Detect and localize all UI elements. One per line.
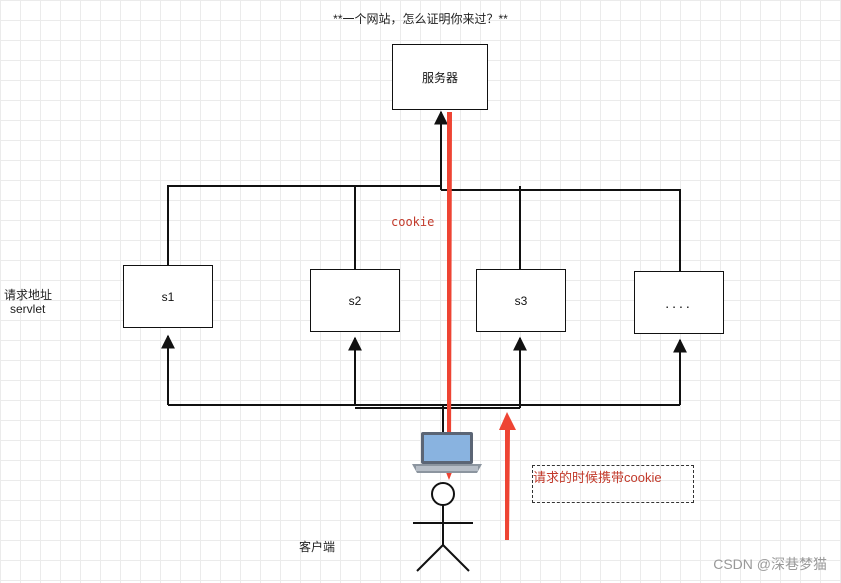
red-arrow-up bbox=[499, 412, 516, 540]
servlet-box-s2: s2 bbox=[310, 269, 400, 332]
side-label-line2: servlet bbox=[10, 302, 46, 316]
red-arrow-down bbox=[442, 112, 456, 480]
person-icon bbox=[413, 482, 473, 572]
cookie-label: cookie bbox=[391, 215, 435, 229]
servlet-label: s3 bbox=[514, 293, 528, 308]
server-box: 服务器 bbox=[392, 44, 488, 110]
connector-s4-top bbox=[441, 189, 681, 272]
servlet-label: s1 bbox=[161, 289, 175, 304]
watermark: CSDN @深巷梦猫 bbox=[713, 556, 827, 572]
client-label: 客户端 bbox=[299, 540, 336, 554]
servlet-label: .... bbox=[665, 294, 693, 311]
servlet-label: s2 bbox=[348, 293, 362, 308]
servlet-box-more: .... bbox=[634, 271, 724, 334]
diagram-title: **一个网站，怎么证明你来过？** bbox=[333, 12, 508, 26]
top-connectors bbox=[167, 110, 681, 272]
connector-s1-top bbox=[167, 185, 441, 266]
request-note: 请求的时候携带cookie bbox=[533, 470, 662, 485]
side-label: 请求地址 servlet bbox=[4, 288, 52, 316]
server-label: 服务器 bbox=[421, 70, 458, 85]
side-label-line1: 请求地址 bbox=[4, 288, 53, 302]
servlet-box-s3: s3 bbox=[476, 269, 566, 332]
request-note-box bbox=[532, 465, 694, 503]
servlet-box-s1: s1 bbox=[123, 265, 213, 328]
bottom-connectors bbox=[161, 334, 687, 432]
laptop-icon bbox=[412, 432, 482, 473]
red-arrows bbox=[442, 112, 516, 540]
